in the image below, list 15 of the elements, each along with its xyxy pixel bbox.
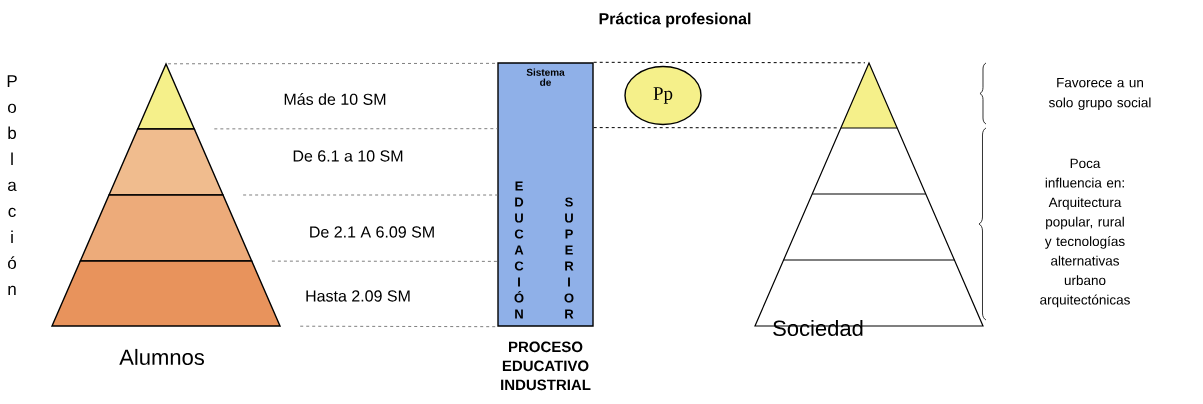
guide-line xyxy=(593,127,838,129)
vertical-label: Población xyxy=(7,75,17,295)
guide-line xyxy=(593,61,866,64)
vertical-box: Sistema de EDUCACIÓN SUPERIOR xyxy=(497,62,594,327)
pyramid-label: Alumnos xyxy=(119,348,204,366)
pyramid-label: Sociedad xyxy=(773,319,863,337)
band-label: Hasta 2.09 SM xyxy=(306,290,410,302)
note-text: Favorece a un solo grupo social xyxy=(1048,77,1151,111)
box-caption: PROCESO EDUCATIVO INDUSTRIAL xyxy=(501,341,591,391)
guide-line xyxy=(271,260,498,262)
title: Práctica profesional xyxy=(599,12,751,28)
note-text: Poca influencia en: Arquitectura popular, rural y tecnologías alternativas urbano arquitectónicas xyxy=(1040,158,1130,308)
band-label: De 2.1 A 6.09 SM xyxy=(310,226,434,238)
guide-line xyxy=(242,194,498,196)
guide-line xyxy=(213,128,498,130)
